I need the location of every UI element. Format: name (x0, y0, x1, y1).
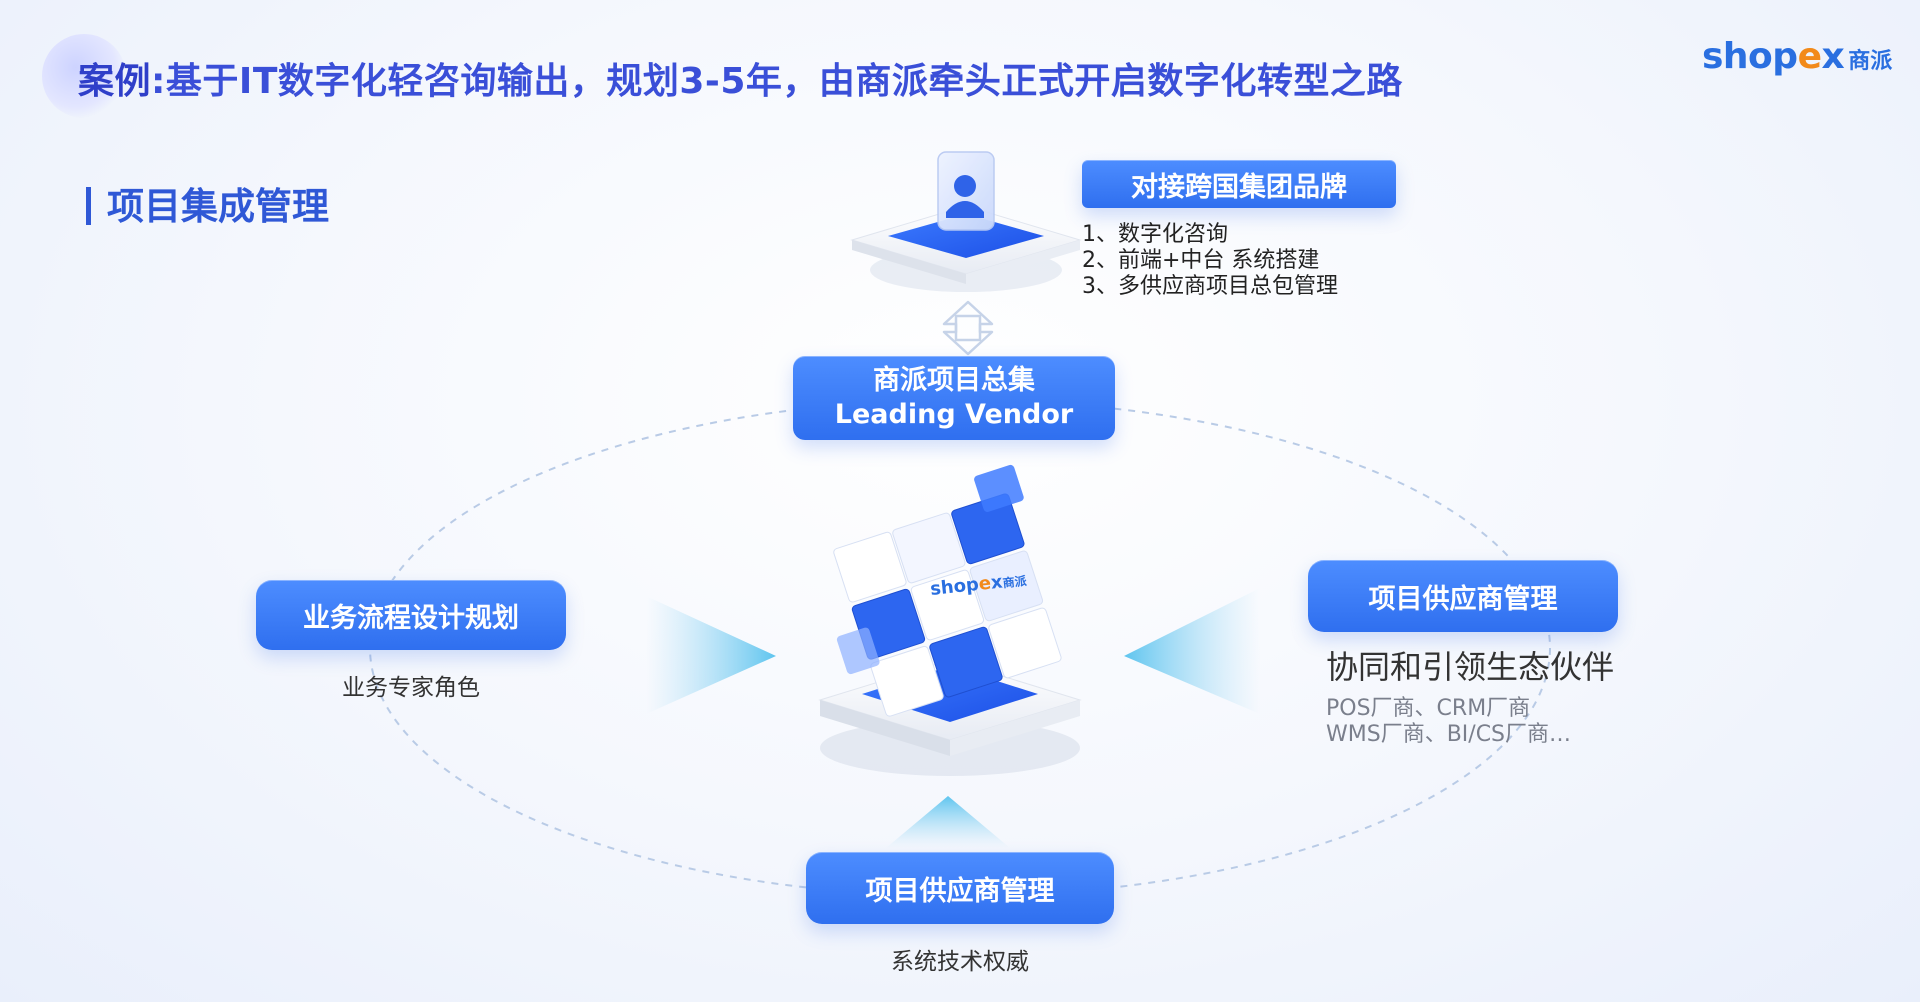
section-bar (86, 187, 91, 225)
right-subtitle: 协同和引领生态伙伴 (1326, 648, 1615, 686)
logo-word: shopex (1702, 36, 1845, 77)
brand-label-box: 对接跨国集团品牌 (1082, 160, 1396, 208)
bottom-node: 项目供应商管理 (806, 852, 1114, 924)
title-orb (42, 34, 126, 118)
user-card-icon (850, 151, 1082, 292)
section-title: 项目集成管理 (86, 176, 329, 230)
title-colon: : (151, 61, 166, 102)
bottom-caption: 系统技术权威 (891, 949, 1029, 975)
brand-item-list: 1、数字化咨询 2、前端+中台 系统搭建 3、多供应商项目总包管理 (1082, 222, 1338, 300)
right-node: 项目供应商管理 (1308, 560, 1618, 632)
brand-item: 2、前端+中台 系统搭建 (1082, 248, 1320, 273)
brand-item: 3、多供应商项目总包管理 (1082, 274, 1338, 299)
vendor-line: WMS厂商、BI/CS厂商… (1326, 722, 1572, 747)
cube-icon (818, 464, 1082, 776)
bottom-pointer-triangle (886, 796, 1010, 848)
updown-arrow-icon (942, 300, 994, 356)
left-node: 业务流程设计规划 (256, 580, 566, 650)
left-pointer-triangle (646, 596, 776, 714)
left-caption: 业务专家角色 (342, 675, 480, 701)
logo-cn: 商派 (1848, 49, 1893, 74)
center-line1: 商派项目总集 (873, 365, 1035, 396)
center-node: 商派项目总集 Leading Vendor (793, 356, 1115, 440)
vendor-line: POS厂商、CRM厂商 (1326, 696, 1531, 721)
orbit-ellipse (369, 399, 1551, 897)
center-line2: Leading Vendor (834, 399, 1074, 430)
title-text: 基于IT数字化轻咨询输出，规划3-5年，由商派牵头正式开启数字化转型之路 (165, 61, 1403, 102)
right-pointer-triangle (1124, 588, 1260, 714)
vendor-list: POS厂商、CRM厂商 WMS厂商、BI/CS厂商… (1326, 696, 1571, 748)
brand-item: 1、数字化咨询 (1082, 222, 1228, 247)
title-lead: 案例 (78, 61, 152, 102)
page-title: 案例:基于IT数字化轻咨询输出，规划3-5年，由商派牵头正式开启数字化转型之路 (78, 52, 1403, 104)
